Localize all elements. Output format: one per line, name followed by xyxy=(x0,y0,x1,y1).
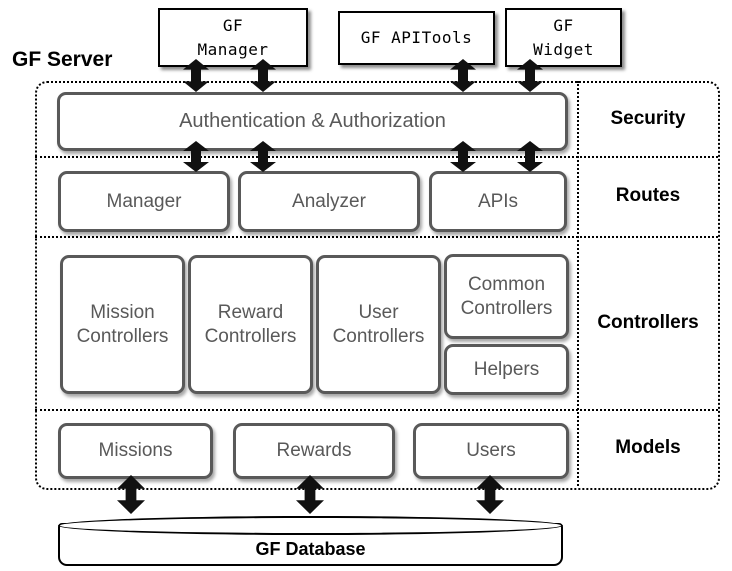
routes-manager-box: Manager xyxy=(58,171,230,232)
mission-controllers-box: Mission Controllers xyxy=(60,255,185,394)
server-outline xyxy=(35,81,720,490)
row-label-routes: Routes xyxy=(615,185,681,206)
updown-arrow-icon xyxy=(450,141,476,172)
routes-analyzer-box: Analyzer xyxy=(238,171,420,232)
updown-arrow-icon xyxy=(296,475,324,514)
row-divider xyxy=(35,236,718,238)
database-cylinder: GF Database xyxy=(58,516,563,566)
label-column-divider xyxy=(577,81,579,486)
updown-arrow-icon xyxy=(517,59,543,92)
updown-arrow-icon xyxy=(476,475,504,514)
user-controllers-box: User Controllers xyxy=(316,255,441,394)
routes-apis-box: APIs xyxy=(429,171,567,232)
row-label-models: Models xyxy=(615,437,681,458)
updown-arrow-icon xyxy=(517,141,543,172)
row-divider xyxy=(35,409,718,411)
helpers-box: Helpers xyxy=(444,344,569,395)
updown-arrow-icon xyxy=(117,475,145,514)
row-label-security: Security xyxy=(610,107,686,129)
updown-arrow-icon xyxy=(250,141,276,172)
database-cylinder-top xyxy=(58,516,563,535)
updown-arrow-icon xyxy=(183,59,209,92)
rewards-box: Rewards xyxy=(233,423,395,479)
users-box: Users xyxy=(413,423,569,479)
row-label-controllers: Controllers xyxy=(597,311,699,333)
row-divider xyxy=(35,156,718,158)
gf-server-title: GF Server xyxy=(12,48,113,71)
client-box-gf-apitools: GF APITools xyxy=(338,11,495,65)
missions-box: Missions xyxy=(58,423,213,479)
auth-box: Authentication & Authorization xyxy=(57,92,568,151)
updown-arrow-icon xyxy=(450,59,476,92)
updown-arrow-icon xyxy=(250,59,276,92)
reward-controllers-box: Reward Controllers xyxy=(188,255,313,394)
common-controllers-box: Common Controllers xyxy=(444,254,569,339)
updown-arrow-icon xyxy=(183,141,209,172)
client-box-gf-manager: GF Manager xyxy=(158,8,308,67)
client-box-gf-widget: GF Widget xyxy=(505,8,622,67)
